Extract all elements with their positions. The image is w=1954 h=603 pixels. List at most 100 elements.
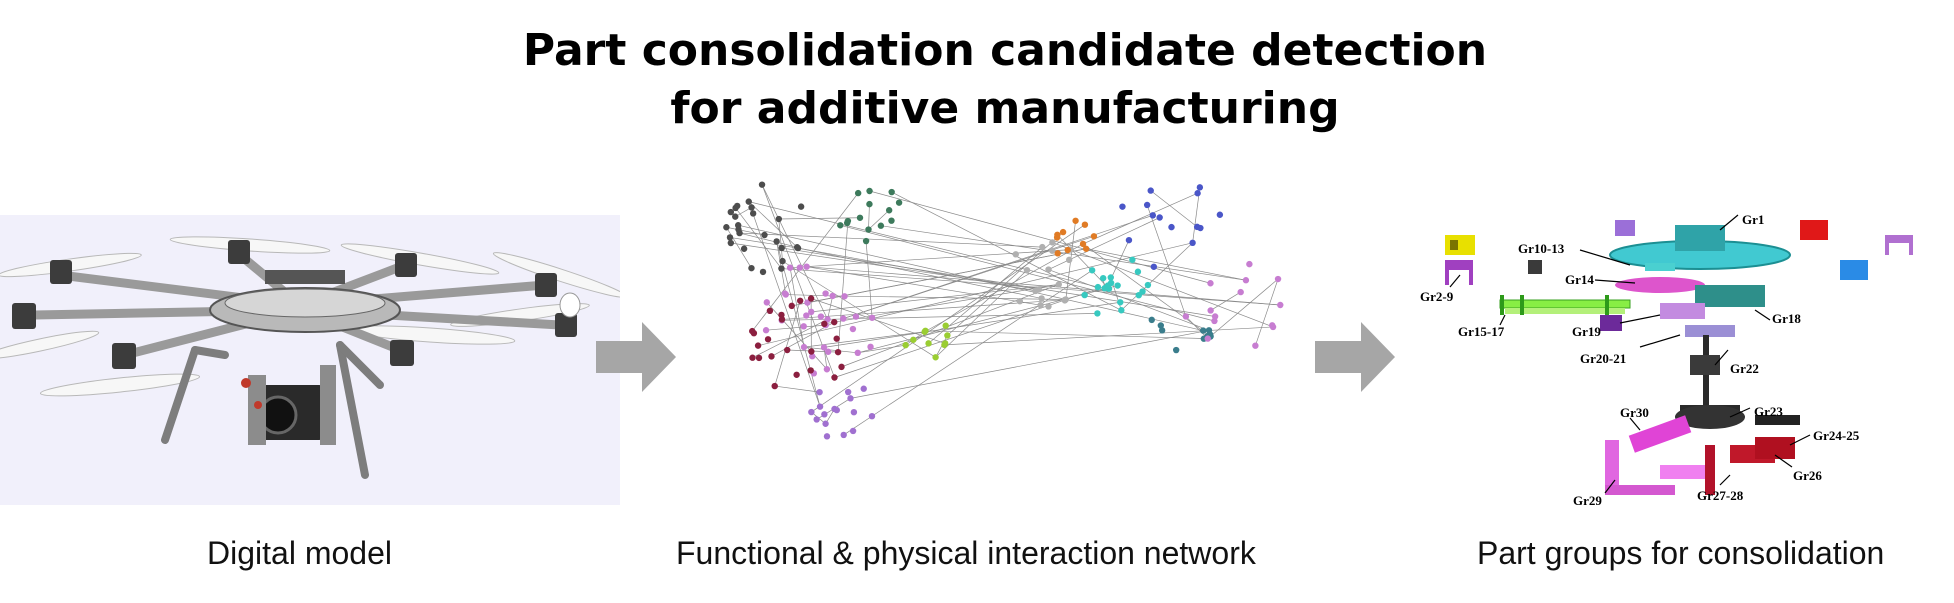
network-edge xyxy=(797,247,1042,299)
network-edge xyxy=(1192,187,1201,243)
network-node xyxy=(1107,274,1114,281)
network-node xyxy=(1065,256,1073,264)
network-node xyxy=(866,200,873,208)
label-gr26: Gr26 xyxy=(1793,468,1822,483)
network-node xyxy=(829,292,836,300)
network-node xyxy=(1049,239,1056,246)
network-node xyxy=(1035,286,1043,293)
network-node xyxy=(1055,281,1062,288)
network-node xyxy=(834,348,842,356)
network-edge xyxy=(1207,278,1279,339)
network-node xyxy=(838,363,845,371)
network-node xyxy=(1268,322,1276,329)
network-node xyxy=(1237,288,1244,296)
network-node xyxy=(942,340,949,347)
network-node xyxy=(1252,342,1259,349)
network-node xyxy=(866,187,873,195)
network-edge xyxy=(810,298,946,344)
network-node xyxy=(860,385,867,392)
network-node xyxy=(778,244,785,252)
network-node xyxy=(922,327,929,334)
network-edge xyxy=(1048,269,1210,331)
network-node xyxy=(817,313,825,320)
network-node xyxy=(852,313,860,320)
network-node xyxy=(745,198,752,205)
network-node xyxy=(796,297,804,304)
network-nodes xyxy=(723,181,1284,440)
network-node xyxy=(1207,280,1214,287)
caption-part-groups: Part groups for consolidation xyxy=(1477,535,1885,571)
network-node xyxy=(1088,267,1096,274)
network-edge xyxy=(1082,192,1198,245)
network-edge xyxy=(735,207,782,269)
label-gr19: Gr19 xyxy=(1572,324,1601,339)
network-node xyxy=(793,371,800,378)
network-node xyxy=(910,336,917,343)
network-edge xyxy=(1052,242,1274,328)
network-node xyxy=(796,264,804,271)
network-node xyxy=(944,332,951,339)
drone-image xyxy=(0,215,620,505)
network-node xyxy=(1204,335,1211,342)
network-node xyxy=(761,231,768,239)
network-node xyxy=(768,353,775,360)
network-node xyxy=(1149,212,1157,219)
network-node xyxy=(1193,223,1201,231)
label-gr1: Gr1 xyxy=(1742,212,1764,227)
network-edge xyxy=(729,237,799,249)
network-node xyxy=(925,340,932,347)
network-node xyxy=(779,257,786,265)
network-node xyxy=(1242,277,1250,284)
network-edge xyxy=(1086,248,1246,281)
network-node xyxy=(759,268,767,276)
network-edge xyxy=(766,324,826,331)
network-node xyxy=(758,181,766,188)
network-node xyxy=(868,314,876,321)
network-node xyxy=(902,341,909,349)
network-edge xyxy=(806,266,1281,306)
network-node xyxy=(833,335,840,342)
network-edge xyxy=(843,270,1093,436)
network-edge xyxy=(774,385,820,393)
network-node xyxy=(1016,298,1024,305)
network-node xyxy=(865,226,872,233)
network-node xyxy=(1059,228,1067,236)
network-node xyxy=(1125,236,1133,244)
network-node xyxy=(1207,307,1214,314)
network-edge xyxy=(789,267,805,348)
network-edge xyxy=(865,241,873,318)
network-node xyxy=(1246,260,1253,268)
network-node xyxy=(754,342,762,349)
network-node xyxy=(775,215,783,223)
title-line-1: Part consolidation candidate detection xyxy=(522,25,1488,76)
network-node xyxy=(1072,217,1079,224)
network-node xyxy=(1194,190,1201,197)
network-node xyxy=(1012,251,1019,258)
label-gr24-25: Gr24-25 xyxy=(1813,428,1860,443)
network-node xyxy=(1053,234,1061,241)
network-edge xyxy=(726,227,752,269)
label-gr14: Gr14 xyxy=(1565,272,1594,287)
network-node xyxy=(1277,301,1284,309)
network-edge xyxy=(827,295,834,320)
network-node xyxy=(847,395,854,402)
network-node xyxy=(1172,346,1180,354)
network-node xyxy=(1045,266,1052,273)
network-node xyxy=(1037,301,1044,309)
network-edge xyxy=(761,184,828,320)
network-edge xyxy=(1150,190,1198,228)
network-node xyxy=(734,202,741,210)
network-node xyxy=(831,405,838,413)
network-node xyxy=(1189,239,1196,247)
network-node xyxy=(784,346,791,354)
network-node xyxy=(726,234,734,241)
network-node xyxy=(1129,256,1136,263)
label-gr27-28: Gr27-28 xyxy=(1697,488,1744,503)
network-node xyxy=(723,224,730,231)
network-node xyxy=(831,318,838,326)
network-node xyxy=(1135,291,1142,299)
network-edge xyxy=(748,201,821,407)
network-node xyxy=(885,207,893,214)
network-node xyxy=(1118,307,1125,314)
network-node xyxy=(732,213,739,220)
